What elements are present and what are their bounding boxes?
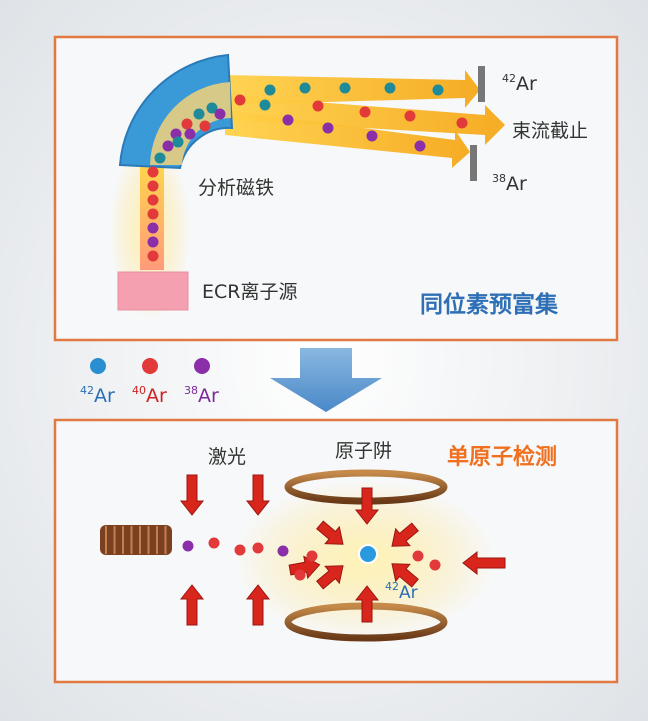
- ion-dot: [181, 118, 193, 130]
- ion-dot: [147, 250, 159, 262]
- panel-title-detection: 单原子检测: [447, 444, 557, 470]
- ion-dot: [172, 136, 184, 148]
- enrichment-panel: 42Ar 束流截止 38Ar 分析磁铁 ECR离子源 同位素预富集: [53, 35, 619, 342]
- ecr-ion-source: [117, 271, 189, 311]
- ion-dot: [162, 140, 174, 152]
- laser-arrow-icon: [391, 563, 419, 588]
- ion-dot: [147, 208, 159, 220]
- ion-dot: [282, 114, 294, 126]
- ion-dot: [147, 180, 159, 192]
- ion-dot: [184, 128, 196, 140]
- isotope-38-label: 38Ar: [492, 172, 527, 195]
- ion-dot: [432, 84, 444, 96]
- ion-dot: [294, 569, 306, 581]
- ion-dot: [147, 166, 159, 178]
- laser-arrow-icon: [316, 565, 344, 590]
- laser-arrow-icon: [245, 474, 271, 516]
- ion-dot: [456, 117, 468, 129]
- legend-40: 40Ar: [132, 384, 167, 407]
- laser-arrow-icon: [316, 520, 344, 545]
- atom-source-coil: [100, 525, 172, 555]
- magnet-label: 分析磁铁: [198, 177, 274, 199]
- ion-dot: [412, 550, 424, 562]
- ion-dot: [154, 152, 166, 164]
- laser-arrow-icon: [391, 522, 419, 547]
- atom-dots: [182, 537, 441, 581]
- laser-arrow-icon: [179, 584, 205, 626]
- laser-beam-arrows: [179, 474, 506, 626]
- ion-dot: [147, 236, 159, 248]
- ion-dot: [234, 544, 246, 556]
- ion-dot: [199, 120, 211, 132]
- legend-dot-38: [194, 358, 210, 374]
- laser-arrow-icon: [354, 487, 380, 525]
- ion-dot: [277, 545, 289, 557]
- isotope-42-label: 42Ar: [502, 72, 537, 95]
- ion-dot: [429, 559, 441, 571]
- ion-dot: [259, 99, 271, 111]
- laser-arrow-icon: [179, 474, 205, 516]
- beam-stop-label: 束流截止: [512, 120, 588, 142]
- laser-arrow-icon: [245, 584, 271, 626]
- ion-dot: [182, 540, 194, 552]
- ion-dot: [312, 100, 324, 112]
- laser-arrow-icon: [462, 550, 506, 576]
- ion-dot: [366, 130, 378, 142]
- ion-dot: [193, 108, 205, 120]
- source-label: ECR离子源: [202, 281, 297, 303]
- ion-dot: [208, 537, 220, 549]
- panel-title-enrichment: 同位素预富集: [420, 291, 559, 318]
- ion-dot: [339, 82, 351, 94]
- ion-dot: [322, 122, 334, 134]
- ion-dot: [404, 110, 416, 122]
- ion-dot: [147, 194, 159, 206]
- ion-dot: [214, 108, 226, 120]
- ion-dot: [359, 106, 371, 118]
- legend-dot-40: [142, 358, 158, 374]
- legend-dot-42: [90, 358, 106, 374]
- ion-dots: [147, 82, 468, 262]
- trapped-atom-label: 42Ar: [385, 580, 418, 603]
- ion-dot: [264, 84, 276, 96]
- ion-dot: [147, 222, 159, 234]
- down-arrow-icon: [270, 348, 382, 412]
- ion-dot: [384, 82, 396, 94]
- detector-plate-42: [478, 66, 485, 102]
- ion-dot: [299, 82, 311, 94]
- laser-label: 激光: [208, 446, 246, 468]
- legend: 42Ar 40Ar 38Ar: [80, 358, 219, 407]
- detection-panel: 激光 原子阱 单原子检测 42Ar: [53, 418, 619, 684]
- trap-label: 原子阱: [335, 440, 392, 462]
- ion-dot: [206, 102, 218, 114]
- ion-dot: [306, 550, 318, 562]
- trapped-atom-42: [358, 544, 378, 564]
- ion-dot: [252, 542, 264, 554]
- legend-42: 42Ar: [80, 384, 115, 407]
- ion-dot: [234, 94, 246, 106]
- laser-arrow-icon: [354, 585, 380, 623]
- detector-plate-38: [470, 145, 477, 181]
- legend-38: 38Ar: [184, 384, 219, 407]
- ion-dot: [414, 140, 426, 152]
